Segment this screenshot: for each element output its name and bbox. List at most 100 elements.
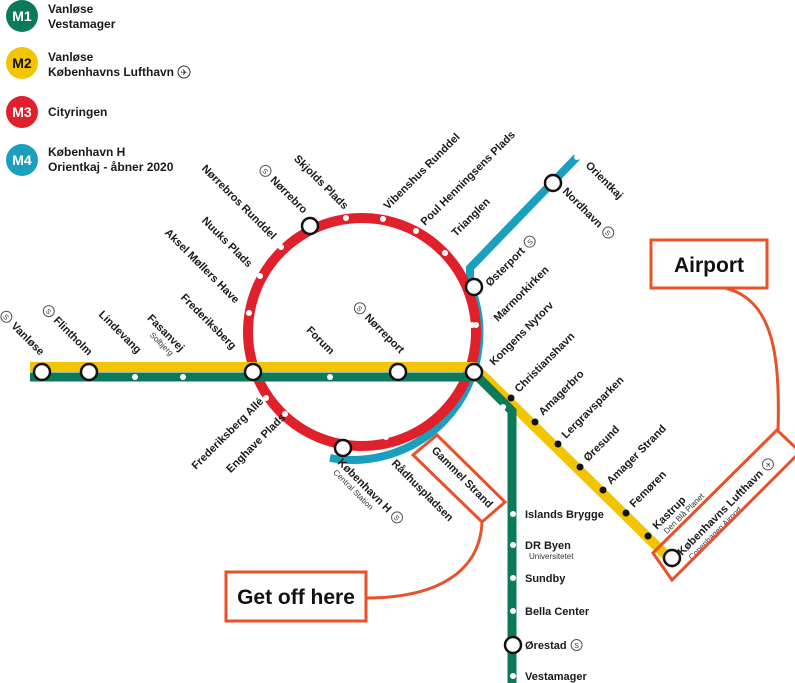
station-name: Trianglen bbox=[450, 196, 493, 239]
station-amager-strand[interactable] bbox=[599, 486, 607, 494]
station-marmorkirken[interactable] bbox=[473, 322, 479, 328]
station-label-orientkaj: Orientkaj bbox=[583, 160, 625, 202]
station-name: Nørrebro bbox=[268, 174, 310, 216]
station-kongens-nytorv-interchange[interactable] bbox=[464, 362, 484, 382]
station-k-benhavn-h-interchange[interactable] bbox=[333, 438, 353, 458]
station--sterport-interchange[interactable] bbox=[464, 277, 484, 297]
station-r-dhuspladsen[interactable] bbox=[383, 434, 389, 440]
m3-badge: M3 bbox=[12, 104, 32, 120]
station-name: Femøren bbox=[628, 469, 670, 511]
station-trianglen[interactable] bbox=[442, 250, 448, 256]
airplane-icon: ✈ bbox=[761, 458, 774, 471]
station-name: Orientkaj bbox=[583, 160, 625, 202]
station--restad-interchange[interactable] bbox=[503, 635, 523, 655]
station--resund[interactable] bbox=[576, 463, 584, 471]
station-name: Vestamager bbox=[525, 671, 587, 683]
station-name: Vanløse bbox=[8, 320, 46, 358]
station-subtitle: Universitetet bbox=[529, 552, 574, 561]
station-n-rreport-interchange[interactable] bbox=[388, 362, 408, 382]
station-forum[interactable] bbox=[327, 374, 333, 380]
station-christianshavn[interactable] bbox=[507, 394, 515, 402]
station-skjolds-plads[interactable] bbox=[343, 215, 349, 221]
legend-text: København H bbox=[48, 145, 125, 159]
station-label-sundby: Sundby bbox=[525, 573, 566, 585]
station-frederiksberg-all-[interactable] bbox=[263, 395, 269, 401]
station-amagerbro[interactable] bbox=[531, 418, 539, 426]
station-dot bbox=[500, 404, 506, 410]
m3-line bbox=[243, 213, 481, 451]
legend-m2: M2 Vanløse Københavns Lufthavn ✈ bbox=[6, 47, 191, 79]
station-flintholm-interchange[interactable] bbox=[79, 362, 99, 382]
station-vanl-se-interchange[interactable] bbox=[32, 362, 52, 382]
station-label-nuuks-plads: Nuuks Plads bbox=[199, 215, 254, 270]
m2-badge: M2 bbox=[12, 55, 32, 71]
svg-text:S: S bbox=[355, 305, 363, 313]
stations bbox=[32, 154, 682, 679]
station-sundby[interactable] bbox=[510, 575, 516, 581]
station-islands-brygge[interactable] bbox=[510, 511, 516, 517]
legend-m3: M3 Cityringen bbox=[6, 96, 107, 128]
station-frederiksberg-interchange[interactable] bbox=[243, 362, 263, 382]
train-icon: S bbox=[0, 310, 13, 323]
station-lergravsparken[interactable] bbox=[554, 440, 562, 448]
legend-text: Orientkaj - åbner 2020 bbox=[48, 160, 174, 174]
station-vestamager[interactable] bbox=[510, 673, 516, 679]
station-nordhavn-interchange[interactable] bbox=[543, 173, 563, 193]
get-off-callout-text: Get off here bbox=[237, 586, 355, 609]
station-aksel-m-llers-have[interactable] bbox=[246, 310, 252, 316]
airport-station-highlight bbox=[651, 427, 795, 583]
station-name: Nuuks Plads bbox=[199, 215, 254, 270]
train-icon: S bbox=[259, 164, 272, 177]
station-name: DR Byen bbox=[525, 540, 571, 552]
svg-text:S: S bbox=[392, 514, 400, 522]
station-nuuks-plads[interactable] bbox=[257, 273, 263, 279]
train-icon: S bbox=[523, 235, 536, 248]
legend-text: Københavns Lufthavn bbox=[48, 65, 174, 79]
station-orientkaj[interactable] bbox=[574, 154, 580, 160]
station-dr-byen[interactable] bbox=[510, 542, 516, 548]
station-name: Nørreport bbox=[362, 312, 407, 357]
station-lindevang[interactable] bbox=[132, 374, 138, 380]
station-bella-center[interactable] bbox=[510, 608, 516, 614]
station-n-rrebros-runddel[interactable] bbox=[278, 244, 284, 250]
airplane-icon: ✈ bbox=[177, 65, 191, 79]
station-name: Nordhavn bbox=[560, 186, 605, 231]
station-dot bbox=[444, 429, 450, 435]
station-k-benhavns-lufthavn-interchange[interactable] bbox=[662, 548, 682, 568]
airport-callout-box bbox=[649, 238, 769, 290]
station-label-lindevang: Lindevang bbox=[96, 309, 143, 356]
callouts bbox=[224, 238, 795, 623]
train-icon: S bbox=[391, 511, 404, 524]
station-vibenshus-runddel[interactable] bbox=[380, 216, 386, 222]
station-n-rrebro-interchange[interactable] bbox=[300, 216, 320, 236]
station-label-fem-ren: Femøren bbox=[628, 469, 670, 511]
legend-text: Vanløse bbox=[48, 50, 94, 64]
legend-text: Cityringen bbox=[48, 105, 107, 119]
svg-text:S: S bbox=[1, 314, 9, 322]
station-name: Øresund bbox=[582, 424, 622, 464]
station-gammel-strand[interactable] bbox=[421, 415, 427, 421]
svg-text:S: S bbox=[603, 229, 611, 237]
station-fem-ren[interactable] bbox=[622, 509, 630, 517]
svg-text:S: S bbox=[44, 308, 52, 316]
station-fasanvej[interactable] bbox=[180, 374, 186, 380]
station-name: Bella Center bbox=[525, 606, 590, 618]
svg-text:S: S bbox=[527, 238, 535, 246]
station-name: Ørestad bbox=[525, 640, 567, 652]
station-poul-henningsens-plads[interactable] bbox=[413, 228, 419, 234]
station-kastrup[interactable] bbox=[644, 532, 652, 540]
airport-leader-line bbox=[724, 286, 780, 433]
train-icon: S bbox=[602, 226, 615, 239]
station-enghave-plads[interactable] bbox=[282, 411, 288, 417]
m1-badge: M1 bbox=[12, 8, 32, 24]
station-name: Frederiksberg Allé bbox=[190, 396, 267, 473]
svg-text:S: S bbox=[260, 168, 268, 176]
station-name: Islands Brygge bbox=[525, 509, 604, 521]
get-off-callout-box bbox=[224, 570, 368, 623]
